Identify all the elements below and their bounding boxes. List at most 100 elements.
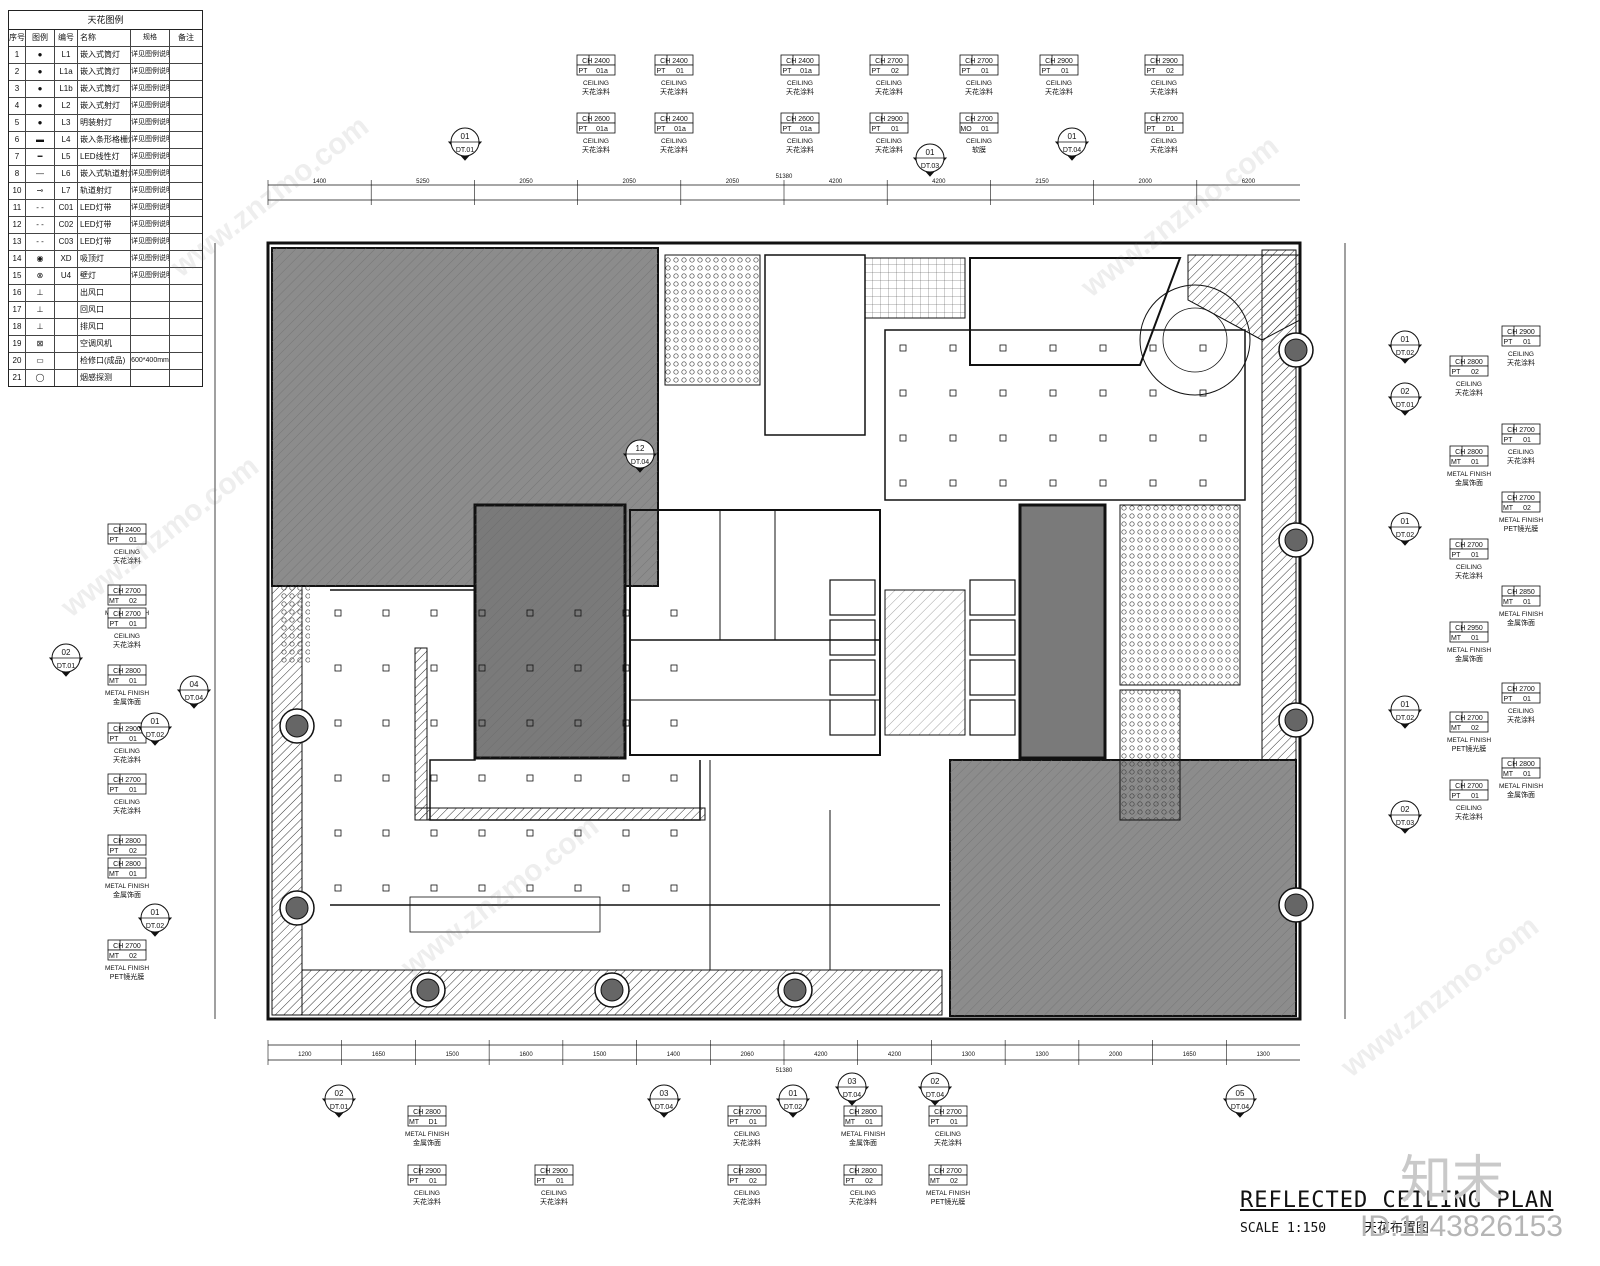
- column-core: [1284, 708, 1308, 732]
- tag-description-cn: 天花涂料: [1507, 456, 1535, 465]
- downlight-icon: [899, 389, 907, 397]
- reception-desk: [409, 896, 601, 933]
- dimension-label-top: 2150: [1035, 179, 1049, 185]
- tag-box: [869, 122, 909, 134]
- tag-description-cn: PET镜光膜: [1452, 744, 1487, 753]
- legend-row-code: L1b: [55, 81, 78, 97]
- legend-row-code: L7: [55, 183, 78, 199]
- tag-ceiling-height: CH 2800: [1507, 761, 1535, 768]
- tag-description: METAL FINISH: [105, 690, 149, 697]
- tag-ceiling-height: CH 2700: [1507, 427, 1535, 434]
- watermark-id: ID:1143826153: [1360, 1210, 1563, 1243]
- tag-code: 01: [676, 68, 684, 75]
- tag-ceiling-height: CH 2800: [733, 1168, 761, 1175]
- legend-row-spec: 详见图例说明: [131, 200, 170, 216]
- tag-material: PT: [110, 537, 120, 544]
- tag-box: [780, 64, 820, 76]
- legend-symbol-icon: ⊗: [26, 268, 55, 284]
- section-marker-number: 01: [1401, 700, 1410, 709]
- legend-row-code: L2: [55, 98, 78, 114]
- dimension-label-top: 6200: [1242, 179, 1256, 185]
- tag-description: METAL FINISH: [1499, 611, 1543, 618]
- legend-row-no: 6: [9, 132, 26, 148]
- tag-ceiling-height: CH 2800: [113, 861, 141, 868]
- dimension-label-bottom: 1400: [667, 1052, 681, 1058]
- tag-code: 01: [1523, 771, 1531, 778]
- legend-row-remark: [170, 268, 202, 284]
- tag-code: 01: [865, 1119, 873, 1126]
- downlight-icon: [334, 664, 342, 672]
- legend-symbol-icon: ▭: [26, 353, 55, 369]
- tag-code: 02: [1166, 68, 1174, 75]
- legend-symbol-icon: - -: [26, 217, 55, 233]
- downlight-icon: [382, 829, 390, 837]
- legend-row-name: LED线性灯: [78, 149, 131, 165]
- tag-description: CEILING: [850, 1190, 876, 1197]
- tag-ceiling-height: CH 2900: [1045, 58, 1073, 65]
- elevator-cab: [829, 579, 876, 616]
- legend-row-name: 吸顶灯: [78, 251, 131, 267]
- legend-row-remark: [170, 200, 202, 216]
- legend-row: 19⊠空调风机: [9, 336, 202, 353]
- elevator-cab: [969, 579, 1016, 616]
- downlight-icon: [1099, 344, 1107, 352]
- legend-row-remark: [170, 132, 202, 148]
- legend-row-spec: 详见图例说明: [131, 217, 170, 233]
- tag-ceiling-height: CH 2900: [413, 1168, 441, 1175]
- tag-code: 01: [950, 1119, 958, 1126]
- tag-description: METAL FINISH: [926, 1190, 970, 1197]
- tag-material: PT: [657, 68, 667, 75]
- downlight-icon: [574, 829, 582, 837]
- tag-material: PT: [537, 1178, 547, 1185]
- tag-box: [1501, 501, 1541, 513]
- tag-description: CEILING: [1508, 449, 1534, 456]
- tag-ceiling-height: CH 2700: [113, 943, 141, 950]
- downlight-icon: [1049, 434, 1057, 442]
- tag-material: PT: [110, 736, 120, 743]
- tag-code: 01: [1061, 68, 1069, 75]
- legend-row-no: 12: [9, 217, 26, 233]
- tag-description: METAL FINISH: [105, 965, 149, 972]
- tag-code: 01: [1523, 339, 1531, 346]
- section-marker-number: 04: [190, 680, 199, 689]
- legend-row-code: L1: [55, 47, 78, 63]
- tag-box: [727, 1174, 767, 1186]
- section-marker-number: 01: [1401, 517, 1410, 526]
- legend-row-code: [55, 370, 78, 386]
- legend-header-name: 名称: [78, 30, 131, 46]
- legend-row-code: L5: [55, 149, 78, 165]
- tag-description: CEILING: [114, 549, 140, 556]
- legend-symbol-icon: ◯: [26, 370, 55, 386]
- column-core: [285, 896, 309, 920]
- downlight-icon: [574, 609, 582, 617]
- tag-box: [780, 122, 820, 134]
- dimension-label-top: 2050: [623, 179, 637, 185]
- tag-material: MT: [109, 598, 120, 605]
- tag-code: D1: [429, 1119, 438, 1126]
- tag-code: 01a: [800, 68, 812, 75]
- dimension-label-bottom: 4200: [888, 1052, 902, 1058]
- tag-material: MT: [845, 1119, 856, 1126]
- tag-description: METAL FINISH: [1447, 647, 1491, 654]
- tag-material: PT: [1504, 696, 1514, 703]
- tag-material: MT: [930, 1178, 941, 1185]
- tag-code: 02: [865, 1178, 873, 1185]
- legend-header-symbol: 图例: [26, 30, 55, 46]
- tag-description-cn: 天花涂料: [113, 640, 141, 649]
- tag-description-cn: PET镜光膜: [110, 972, 145, 981]
- section-marker-number: 03: [848, 1077, 857, 1086]
- tag-material: PT: [410, 1178, 420, 1185]
- section-marker-number: 12: [636, 444, 645, 453]
- tag-material: PT: [1147, 126, 1157, 133]
- downlight-icon: [1049, 344, 1057, 352]
- downlight-icon: [670, 719, 678, 727]
- tag-description: CEILING: [787, 80, 813, 87]
